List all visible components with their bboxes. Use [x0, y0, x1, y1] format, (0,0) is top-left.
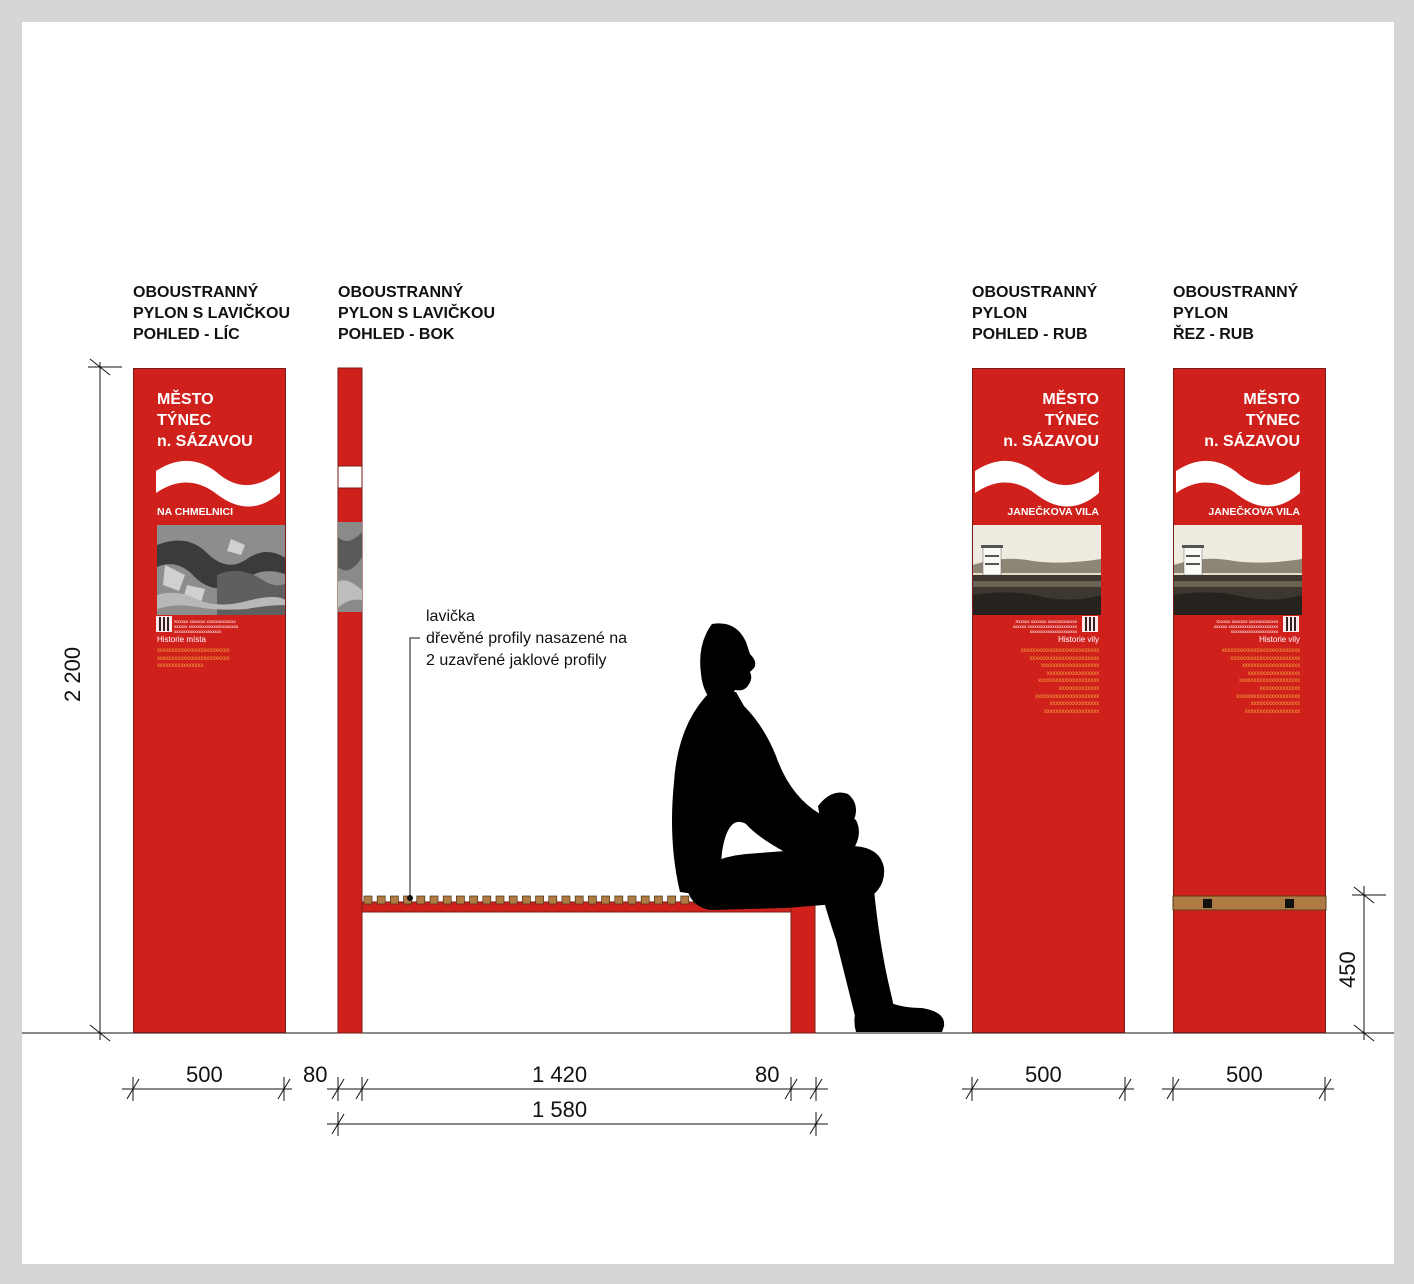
- bench-slat: [376, 895, 386, 905]
- back-city-name: MĚSTO TÝNEC n. SÁZAVOU: [1003, 391, 1099, 450]
- front-city-name: MĚSTO TÝNEC n. SÁZAVOU: [157, 391, 253, 450]
- front-place-name: NA CHMELNICI: [157, 506, 234, 518]
- title-back-view: OBOUSTRANNÝ PYLON POHLED - RUB: [972, 284, 1098, 343]
- front-fine-print: Xxxxxx xxxxxxx xxxxxxxxxxxxx xxxxxx xxxx…: [174, 619, 239, 634]
- dim-seat-span-label: 1 420: [532, 1062, 588, 1087]
- back-body-text: xxxxxxxxxxxxxxxxxxxxxxxxxxx xxxxxxxxxxxx…: [1020, 648, 1099, 715]
- section-city-name: MĚSTO TÝNEC n. SÁZAVOU: [1204, 391, 1300, 450]
- drawing-sheet: OBOUSTRANNÝ PYLON S LAVIČKOU POHLED - LÍ…: [22, 22, 1394, 1264]
- section-body-text: xxxxxxxxxxxxxxxxxxxxxxxxxxx xxxxxxxxxxxx…: [1221, 648, 1300, 715]
- back-fine-print: Xxxxxx xxxxxxx xxxxxxxxxxxxx xxxxxx xxxx…: [1012, 619, 1077, 634]
- dim-leg-right-label: 80: [755, 1062, 780, 1087]
- bench-slat: [614, 895, 624, 905]
- front-history-title: Historie místa: [157, 635, 206, 644]
- bench-slat: [588, 895, 597, 905]
- villa-photo: [1174, 525, 1302, 615]
- dim-front-width-label: 500: [186, 1062, 223, 1087]
- bench-slat: [442, 895, 452, 905]
- bench-slat: [363, 895, 373, 905]
- bench-slat: [640, 895, 650, 905]
- section-history-title: Historie vily: [1259, 635, 1300, 644]
- title-front-view: OBOUSTRANNÝ PYLON S LAVIČKOU POHLED - LÍ…: [133, 284, 291, 343]
- bench-slat: [667, 895, 676, 905]
- bench-slat: [601, 895, 610, 905]
- bench-slat: [495, 895, 505, 905]
- wave-logo: [1176, 460, 1300, 507]
- wave-logo: [156, 460, 280, 507]
- back-history-title: Historie vily: [1058, 635, 1099, 644]
- front-body-text: xxxxxxxxxxxxxxxxxxxxxxxxx xxxxxxxxxxxxxx…: [157, 648, 230, 670]
- dim-bench-total-label: 1 580: [532, 1097, 588, 1122]
- bench-slat: [508, 895, 518, 905]
- bench-slat: [456, 895, 465, 905]
- annotation-leader: [409, 637, 420, 898]
- bench-slat: [680, 895, 690, 905]
- bench-slat: [574, 895, 584, 905]
- qr-code-icon: [1082, 616, 1098, 632]
- wave-logo: [975, 460, 1099, 507]
- bench-leg: [790, 901, 816, 1034]
- dim-leg-left-label: 80: [303, 1062, 328, 1087]
- qr-code-icon: [156, 616, 172, 632]
- villa-photo: [973, 525, 1101, 615]
- bench-slat: [429, 895, 439, 905]
- bench-slat: [535, 895, 544, 905]
- section-pylon: MĚSTO TÝNEC n. SÁZAVOU JANEČKOVA VILA Xx…: [1173, 368, 1326, 1033]
- dim-section-width-label: 500: [1226, 1062, 1263, 1087]
- front-pylon: MĚSTO TÝNEC n. SÁZAVOU NA CHMELNICI Xxxx…: [133, 368, 286, 1033]
- bench-slat: [416, 895, 426, 905]
- qr-code-icon: [1283, 616, 1299, 632]
- title-side-view: OBOUSTRANNÝ PYLON S LAVIČKOU POHLED - BO…: [338, 284, 496, 343]
- title-section-view: OBOUSTRANNÝ PYLON ŘEZ - RUB: [1173, 284, 1299, 343]
- back-pylon: MĚSTO TÝNEC n. SÁZAVOU JANEČKOVA VILA Xx…: [972, 368, 1125, 1033]
- person-silhouette: [672, 623, 945, 1032]
- bench-slat: [390, 895, 399, 905]
- bench-annotation: lavička dřevěné profily nasazené na 2 uz…: [426, 608, 628, 669]
- bench-slat: [627, 895, 637, 905]
- section-fine-print: Xxxxxx xxxxxxx xxxxxxxxxxxxx xxxxxx xxxx…: [1213, 619, 1278, 634]
- dim-seat-height-label: 450: [1335, 951, 1360, 988]
- bench-slat: [482, 895, 492, 905]
- bench-slat: [548, 895, 558, 905]
- dim-height-label: 2 200: [60, 646, 85, 702]
- bench-slat: [654, 895, 663, 905]
- bench-slat: [561, 895, 571, 905]
- dim-back-width-label: 500: [1025, 1062, 1062, 1087]
- aerial-photo: [157, 525, 285, 615]
- bench-slat: [469, 895, 478, 905]
- bench-slat: [522, 895, 531, 905]
- back-place-name: JANEČKOVA VILA: [1007, 506, 1099, 518]
- section-place-name: JANEČKOVA VILA: [1208, 506, 1300, 518]
